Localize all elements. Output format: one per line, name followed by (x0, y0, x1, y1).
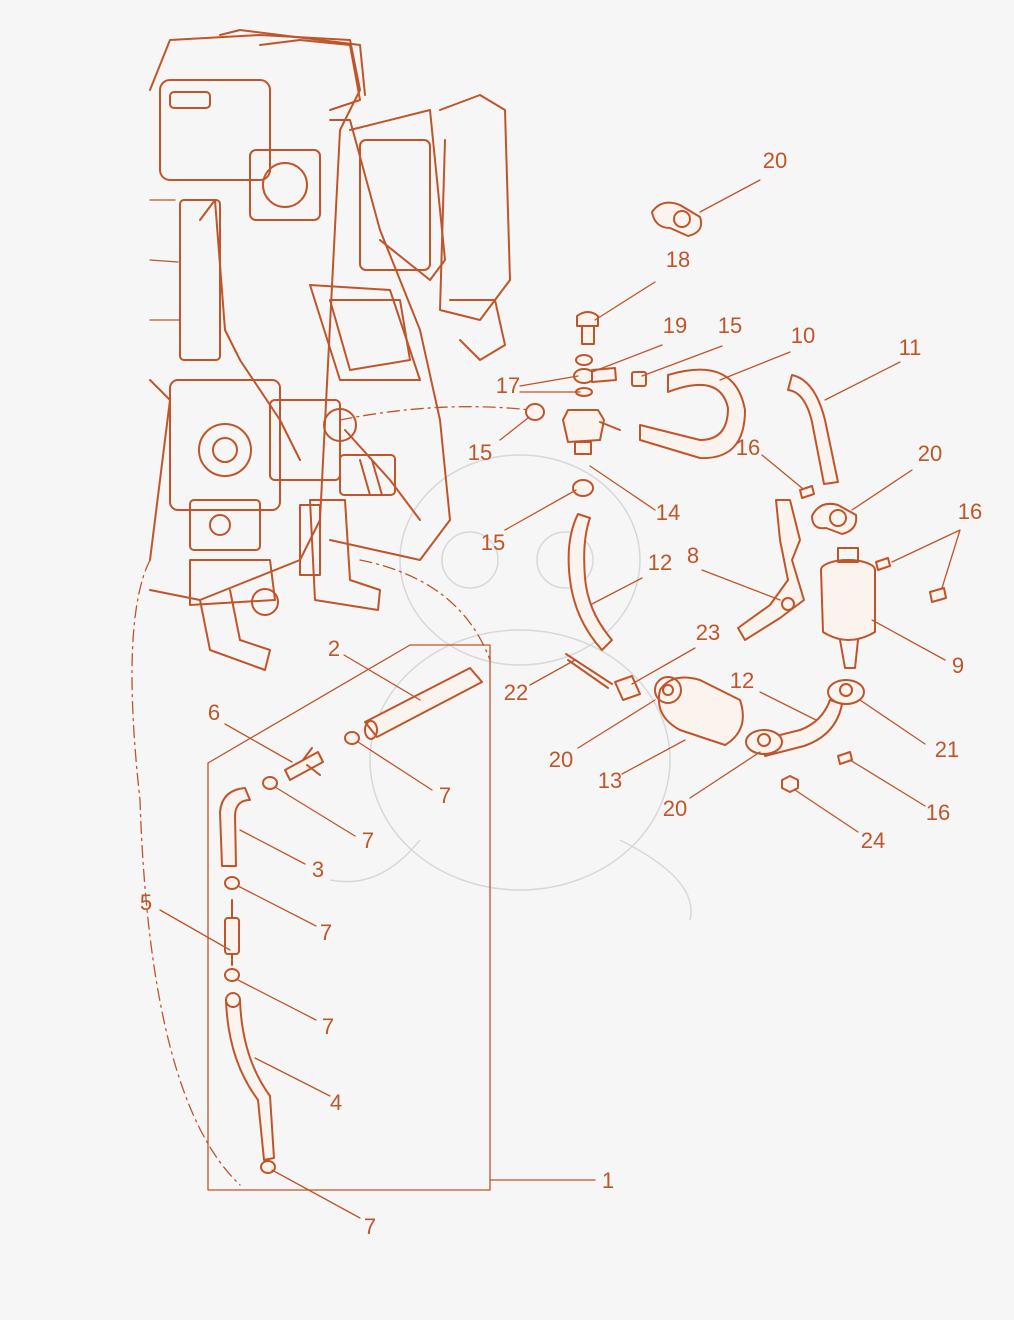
callout-c10: 10 (791, 323, 815, 348)
callout-c7b: 7 (362, 828, 374, 853)
callout-c16c: 16 (926, 800, 950, 825)
kit-frame (207, 644, 491, 1191)
part-24-nut (781, 775, 799, 793)
callout-c7a: 7 (439, 783, 451, 808)
callout-c8: 8 (687, 543, 699, 568)
callout-c20b: 20 (918, 441, 942, 466)
kit-frame-diagonal (207, 644, 411, 764)
callout-c23: 23 (696, 620, 720, 645)
callout-c6: 6 (208, 700, 220, 725)
part-14-fuel-pump-sensor (562, 409, 621, 497)
callout-c20d: 20 (663, 796, 687, 821)
part-12-hose-upper (567, 513, 613, 651)
callout-c7d: 7 (322, 1014, 334, 1039)
part-6-tee-fitting (284, 747, 324, 781)
callout-c21: 21 (935, 737, 959, 762)
callout-c17: 17 (496, 373, 520, 398)
assembly-dashdot-line (131, 406, 531, 1186)
callout-c16b: 16 (958, 499, 982, 524)
part-2-tube (364, 667, 483, 740)
callout-c11: 11 (899, 335, 922, 360)
part-9-fuel-filter (820, 547, 876, 669)
part-23-spacer (614, 675, 641, 701)
part-3-curved-hose (219, 787, 251, 867)
part-11-hose (787, 374, 839, 485)
callout-c3: 3 (312, 857, 324, 882)
callout-c19: 19 (663, 313, 687, 338)
part-18-banjo-bolt (575, 311, 599, 366)
callout-c12a: 12 (648, 550, 672, 575)
part-10-u-hose (639, 368, 746, 460)
part-16-screws (799, 485, 947, 765)
engine-block (149, 29, 511, 671)
part-13-electric-fuel-pump (654, 676, 744, 746)
callout-c7e: 7 (364, 1214, 376, 1239)
callout-c5: 5 (140, 890, 152, 915)
callout-c15a: 15 (718, 313, 742, 338)
callout-c7c: 7 (320, 920, 332, 945)
callout-c13: 13 (598, 768, 622, 793)
callout-c20a: 20 (763, 148, 787, 173)
callout-c1: 1 (602, 1168, 614, 1193)
callout-c24: 24 (861, 828, 885, 853)
callout-c9: 9 (952, 653, 964, 678)
watermark-mascot (329, 454, 692, 921)
part-21-clamp (745, 679, 865, 755)
callout-c4: 4 (330, 1090, 342, 1115)
callout-c2: 2 (328, 636, 340, 661)
callout-c12b: 12 (730, 668, 754, 693)
callout-c15b: 15 (468, 440, 492, 465)
part-20-clamps (651, 201, 858, 535)
part-15-clip (525, 403, 545, 421)
callout-c18: 18 (666, 247, 690, 272)
leader-lines (159, 179, 961, 1219)
callout-c20c: 20 (549, 747, 573, 772)
part-4-long-hose (225, 999, 275, 1161)
part-22-stud (565, 653, 613, 689)
part-8-bracket (737, 499, 805, 641)
callout-c14: 14 (656, 500, 680, 525)
callout-c15c: 15 (481, 530, 505, 555)
callout-c22: 22 (504, 680, 528, 705)
part-19-banjo-fitting (573, 367, 647, 397)
callout-c16a: 16 (736, 435, 760, 460)
part-5-inline-filter (224, 899, 240, 966)
part-4-hose-end (225, 992, 241, 1008)
